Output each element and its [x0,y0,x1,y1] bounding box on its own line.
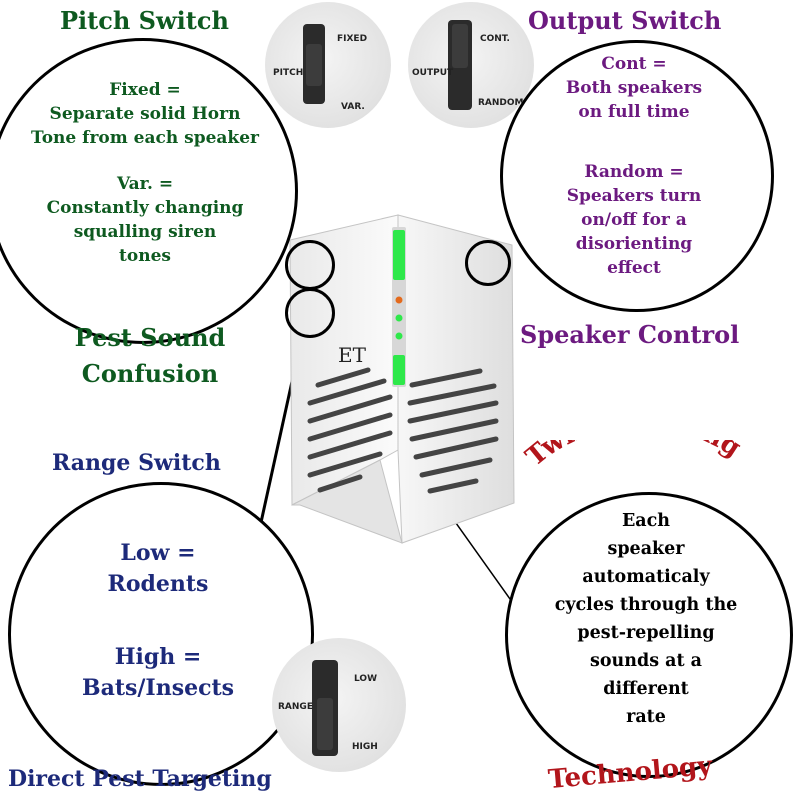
twin-info-text: Each speaker automaticaly cycles through… [512,507,780,731]
confusion-line-2: Confusion [81,359,219,388]
device-brand-label: ET [338,343,366,367]
output-switch-photo: OUTPUT CONT. RANDOM [408,2,534,128]
range-switch-top-label: LOW [354,674,377,684]
twin-desc-5: pest-repelling [577,623,715,643]
range-high-desc: Bats/Insects [81,675,235,701]
range-high-label: High = [114,644,202,670]
range-switch-label: RANGE [278,702,313,712]
twin-desc-6: sounds at a [589,651,702,671]
twin-scanning-arc-title: Twin-Scanning [520,440,746,472]
output-info-circle [500,40,774,312]
twin-desc-3: automaticaly [582,567,710,587]
output-switch-label: OUTPUT [412,68,454,78]
pitch-fixed-label: Fixed = [109,80,181,100]
range-switch-photo: RANGE LOW HIGH [272,638,406,772]
twin-desc-4: cycles through the [554,595,738,615]
pitch-switch-photo: PITCH FIXED VAR. [265,2,391,128]
pitch-var-label: Var. = [116,174,174,194]
twin-desc-8: rate [626,707,666,727]
output-switch-title: Output Switch [528,6,722,35]
pitch-fixed-desc-1: Separate solid Horn [49,104,241,124]
output-info-text: Cont = Both speakers on full time Random… [520,52,748,280]
range-low-label: Low = [120,540,196,566]
pitch-switch-title: Pitch Switch [60,6,229,35]
output-random-desc-4: effect [607,258,661,278]
pitch-info-circle [0,38,298,344]
range-info-circle [8,482,314,786]
twin-scanning-title: Twin-Scanning [520,440,746,472]
pitch-switch-label: PITCH [273,68,304,78]
output-random-desc-1: Speakers turn [566,186,702,206]
pitch-fixed-desc-2: Tone from each speaker [31,128,259,148]
range-switch-pointer [285,288,335,338]
output-switch-top-label: CONT. [480,34,510,44]
twin-info-circle [505,492,793,778]
pitch-var-desc-2: squalling siren [73,222,217,242]
range-switch-bottom-label: HIGH [352,742,378,752]
speaker-control-label: Speaker Control [520,320,740,349]
confusion-line-1: Pest Sound [74,323,226,352]
svg-text:Twin-Scanning: Twin-Scanning [520,440,746,472]
output-switch-bottom-label: RANDOM [478,98,524,108]
output-random-desc-2: on/off for a [581,210,687,230]
range-switch-title: Range Switch [52,450,221,476]
output-switch-pointer [465,240,511,286]
pitch-info-text: Fixed = Separate solid Horn Tone from ea… [20,78,270,268]
pitch-var-desc-3: tones [119,246,171,266]
output-random-label: Random = [584,162,684,182]
range-info-text: Low = Rodents High = Bats/Insects [58,538,258,704]
pitch-switch-top-label: FIXED [337,34,368,44]
left-speaker-grille [307,367,393,493]
output-cont-desc-1: Both speakers [565,78,703,98]
pitch-switch-pointer [285,240,335,290]
twin-desc-7: different [603,679,689,699]
right-speaker-grille [407,368,499,494]
output-cont-label: Cont = [601,54,667,74]
pitch-var-desc-1: Constantly changing [46,198,244,218]
twin-desc-1: Each [621,511,671,531]
pitch-switch-bottom-label: VAR. [341,102,365,112]
output-cont-desc-2: on full time [578,102,690,122]
direct-pest-targeting-label: Direct Pest Targeting [8,766,272,792]
range-low-desc: Rodents [107,571,209,597]
pest-sound-confusion-label: Pest Sound Confusion [50,320,250,392]
output-random-desc-3: disorienting [575,234,693,254]
twin-desc-2: speaker [607,539,685,559]
